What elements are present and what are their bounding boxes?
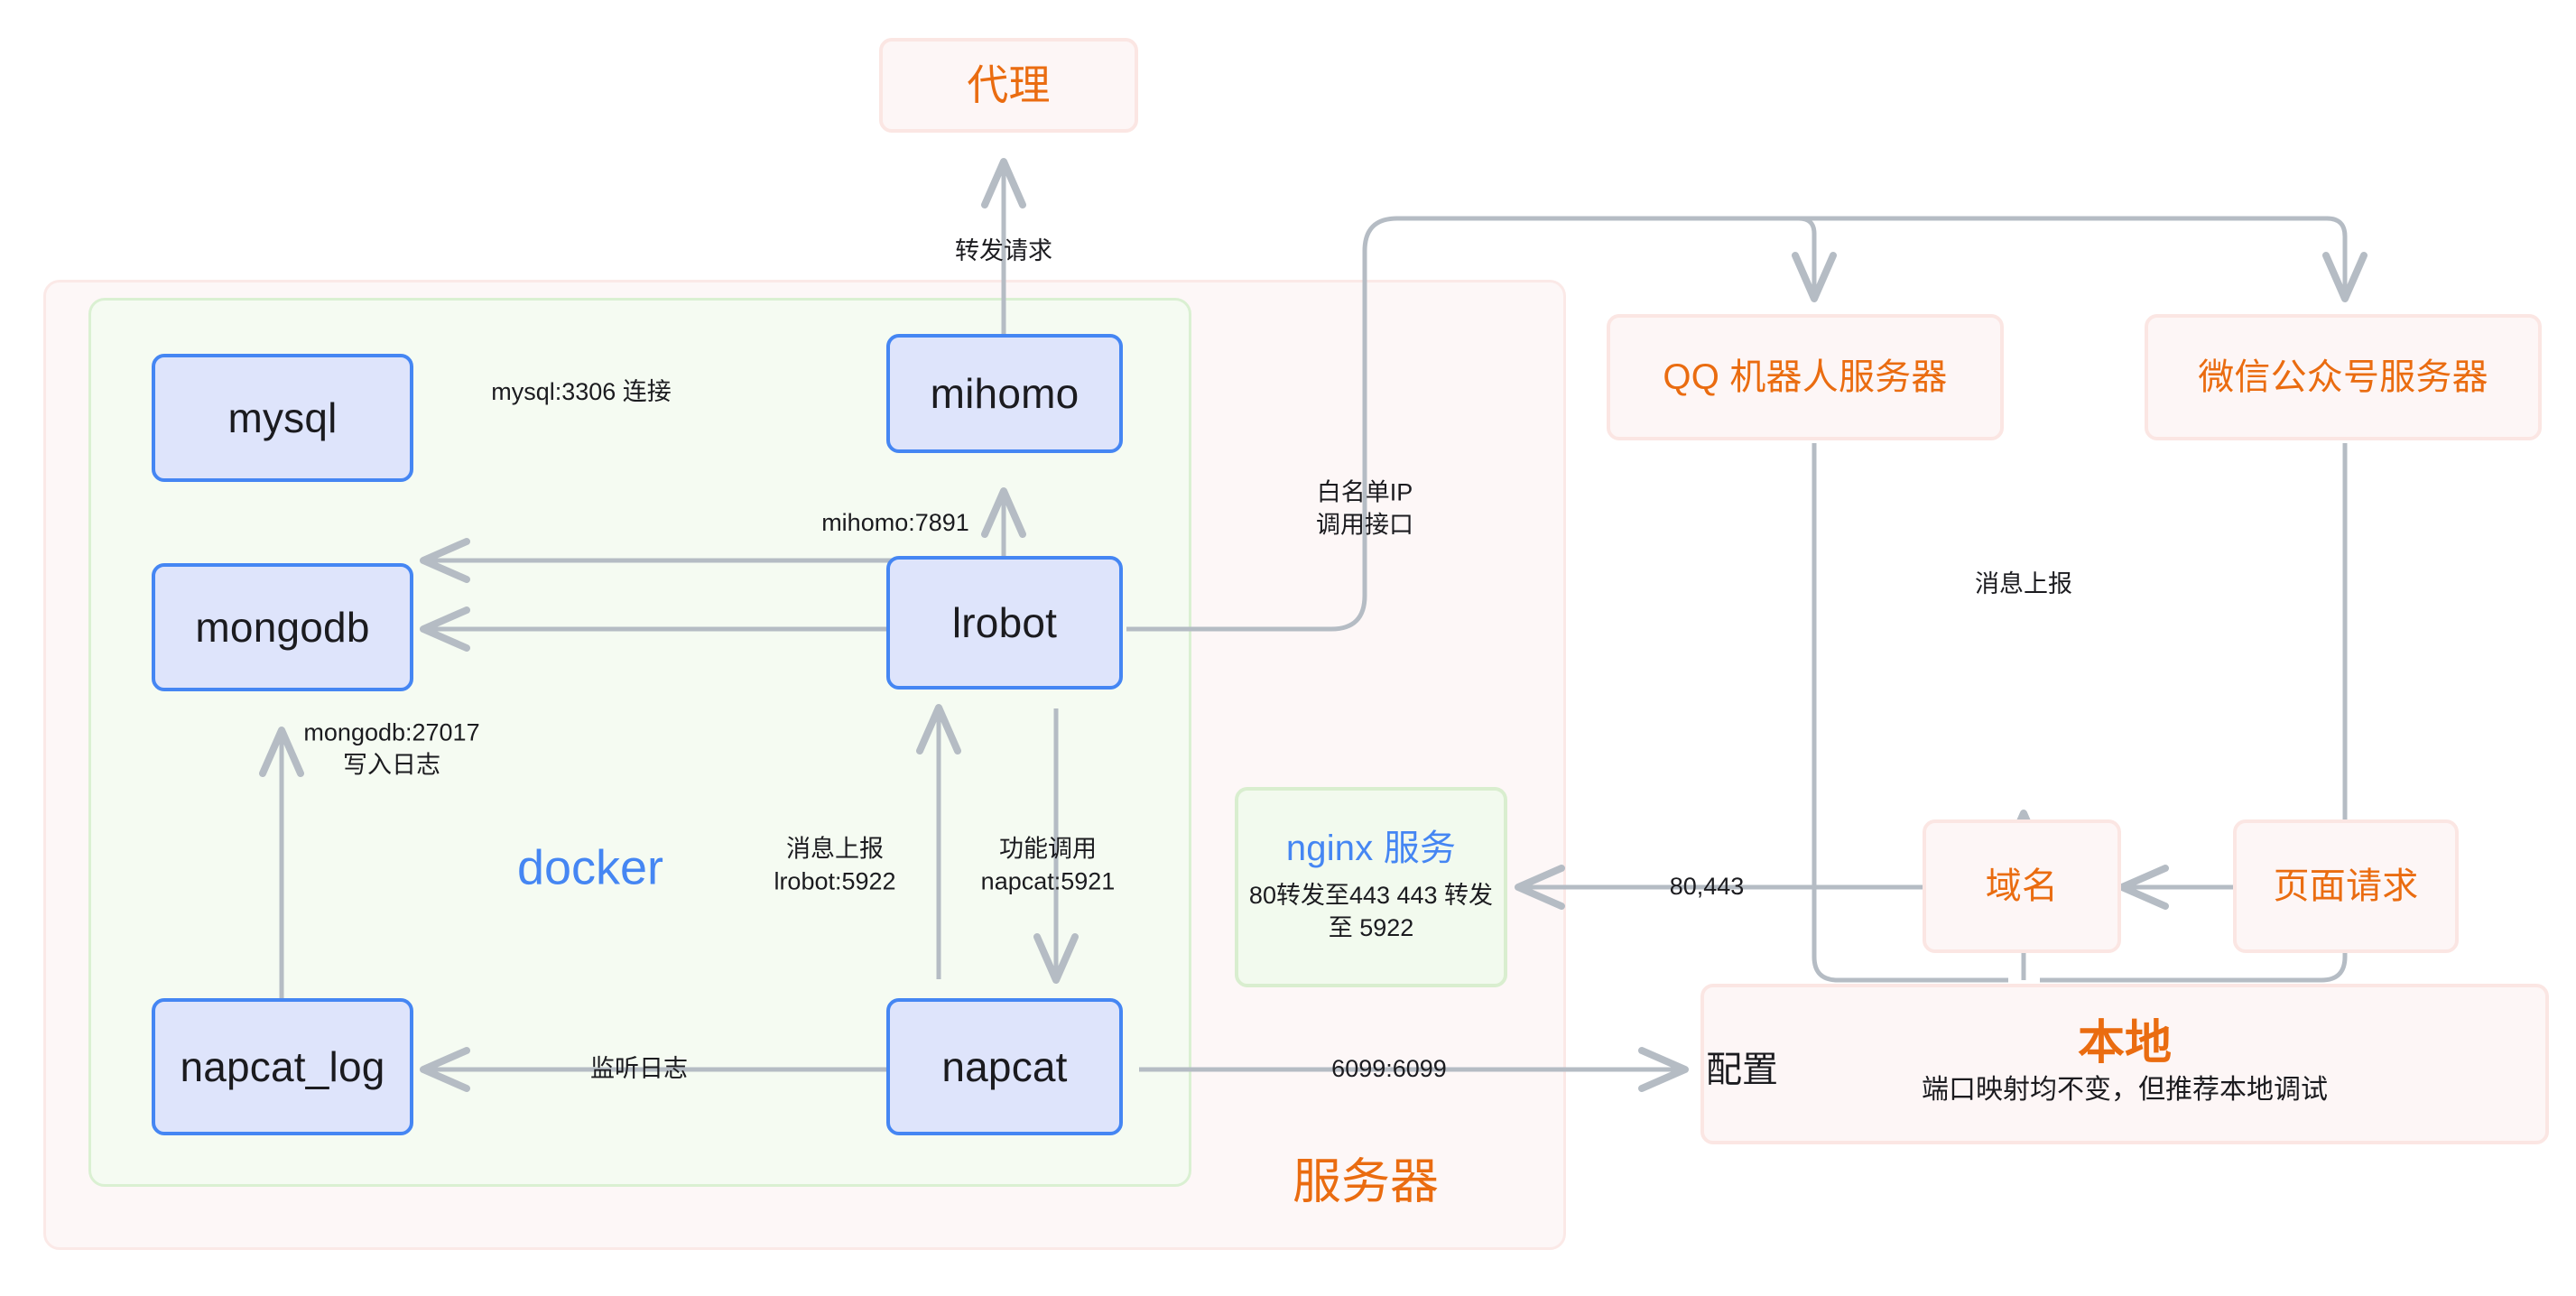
group-docker-label: docker xyxy=(516,840,664,895)
node-nginx[interactable]: nginx 服务 80转发至443 443 转发至 5922 xyxy=(1235,787,1507,987)
node-wechat-server-label: 微信公众号服务器 xyxy=(2198,357,2488,397)
node-proxy[interactable]: 代理 xyxy=(879,38,1138,133)
node-mysql[interactable]: mysql xyxy=(152,354,413,482)
node-nginx-label: nginx 服务 xyxy=(1285,829,1457,869)
edge-label-platforms-domain: 消息上报 xyxy=(1975,570,2072,598)
node-napcat-log-label: napcat_log xyxy=(180,1042,385,1090)
edge-label-napcat-local: 6099:6099 xyxy=(1331,1055,1447,1083)
node-local-label: 本地 xyxy=(2077,1017,2172,1070)
edge-label-lrobot-platforms: 白名单IP 调用接口 xyxy=(1316,478,1413,538)
label-config: 配置 xyxy=(1706,1050,1778,1090)
node-mihomo-label: mihomo xyxy=(930,369,1080,417)
node-lrobot[interactable]: lrobot xyxy=(886,556,1123,690)
node-page-request-label: 页面请求 xyxy=(2273,866,2419,906)
node-qq-server-label: QQ 机器人服务器 xyxy=(1663,357,1948,397)
node-napcat-label: napcat xyxy=(941,1042,1068,1090)
node-mihomo[interactable]: mihomo xyxy=(886,334,1123,453)
node-local[interactable]: 本地 端口映射均不变，但推荐本地调试 xyxy=(1700,984,2549,1144)
edge-label-domain-nginx: 80,443 xyxy=(1669,873,1745,901)
node-qq-server[interactable]: QQ 机器人服务器 xyxy=(1607,314,2004,440)
edge-label-napcatlog-mongodb: mongodb:27017 写入日志 xyxy=(303,718,480,778)
node-local-sub: 端口映射均不变，但推荐本地调试 xyxy=(1922,1075,2328,1106)
group-server-label: 服务器 xyxy=(1293,1154,1439,1209)
edge-label-mihomo-proxy: 转发请求 xyxy=(955,237,1052,265)
node-page-request[interactable]: 页面请求 xyxy=(2233,819,2459,953)
node-proxy-label: 代理 xyxy=(967,61,1051,109)
edge-label-lrobot-napcat: 功能调用 napcat:5921 xyxy=(980,835,1116,894)
node-lrobot-label: lrobot xyxy=(951,598,1058,646)
edge-label-lrobot-mysql: mysql:3306 连接 xyxy=(491,378,672,406)
node-wechat-server[interactable]: 微信公众号服务器 xyxy=(2145,314,2542,440)
node-napcat-log[interactable]: napcat_log xyxy=(152,998,413,1135)
node-domain[interactable]: 域名 xyxy=(1923,819,2121,953)
edge-label-napcat-lrobot: 消息上报 lrobot:5922 xyxy=(774,835,896,894)
node-napcat[interactable]: napcat xyxy=(886,998,1123,1135)
node-mongodb[interactable]: mongodb xyxy=(152,563,413,691)
edge-label-lrobot-mihomo: mihomo:7891 xyxy=(821,509,969,537)
node-nginx-sub: 80转发至443 443 转发至 5922 xyxy=(1248,882,1494,941)
node-domain-label: 域名 xyxy=(1985,866,2059,906)
node-mongodb-label: mongodb xyxy=(195,603,370,651)
node-mysql-label: mysql xyxy=(227,393,338,441)
edge-label-napcat-napcatlog: 监听日志 xyxy=(590,1055,688,1083)
